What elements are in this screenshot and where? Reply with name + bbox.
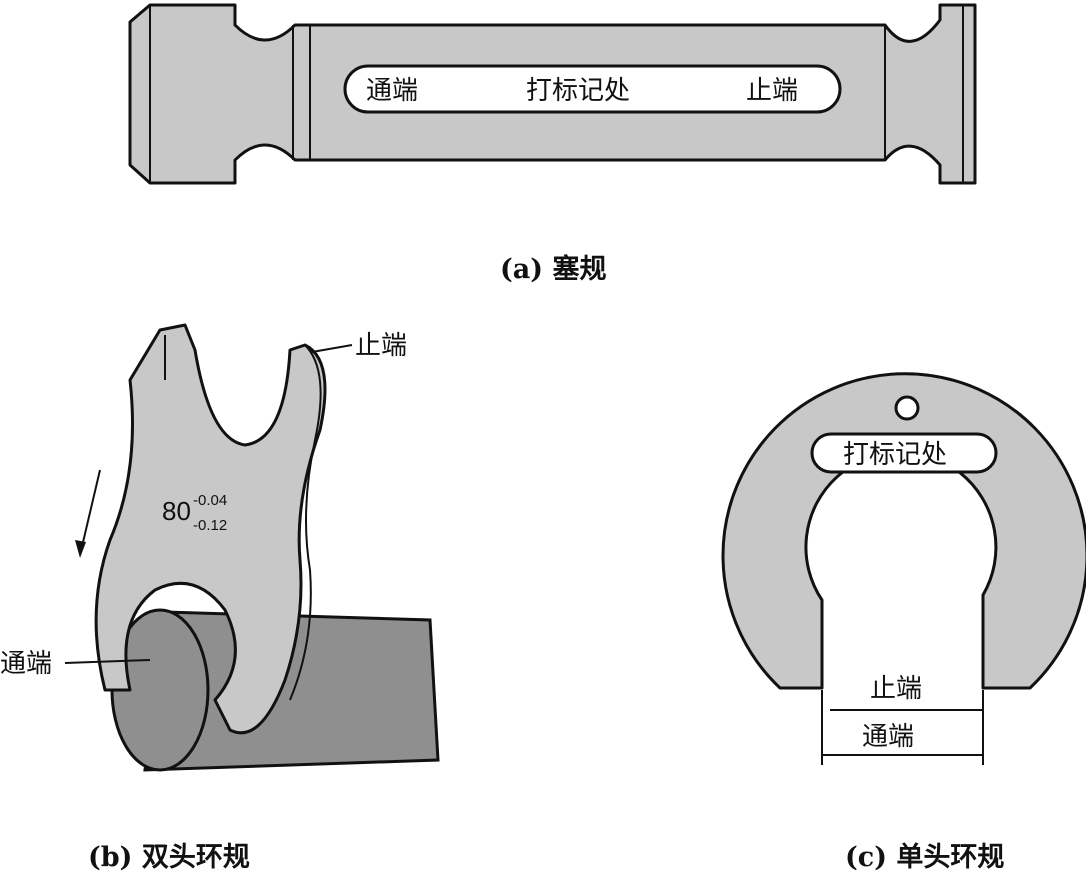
dimension-nominal: 80 (162, 496, 191, 526)
ring-marking-label: 打标记处 (843, 440, 947, 470)
snap-gauge (94, 323, 440, 772)
ring-go-label: 通端 (862, 722, 914, 752)
snap-go-label: 通端 (0, 649, 52, 679)
plug-go-end-label: 通端 (366, 76, 418, 106)
caption-a: (a) 塞规 (500, 253, 606, 285)
caption-c: (c) 单头环规 (845, 842, 1004, 873)
ring-nogo-label: 止端 (870, 674, 922, 704)
single-snap-gauge: 打标记处 (721, 372, 1086, 690)
plug-marking-label: 打标记处 (526, 76, 630, 106)
marking-pill (343, 64, 842, 114)
snap-nogo-label: 止端 (355, 331, 407, 361)
plug-gauge: 通端 打标记处 止端 (128, 3, 977, 185)
dimension-lower: -0.12 (193, 517, 227, 534)
dimension-upper: -0.04 (193, 492, 227, 509)
caption-b: (b) 双头环规 (88, 842, 250, 873)
marking-pill-c (810, 432, 998, 474)
plug-nogo-end-label: 止端 (746, 76, 798, 106)
